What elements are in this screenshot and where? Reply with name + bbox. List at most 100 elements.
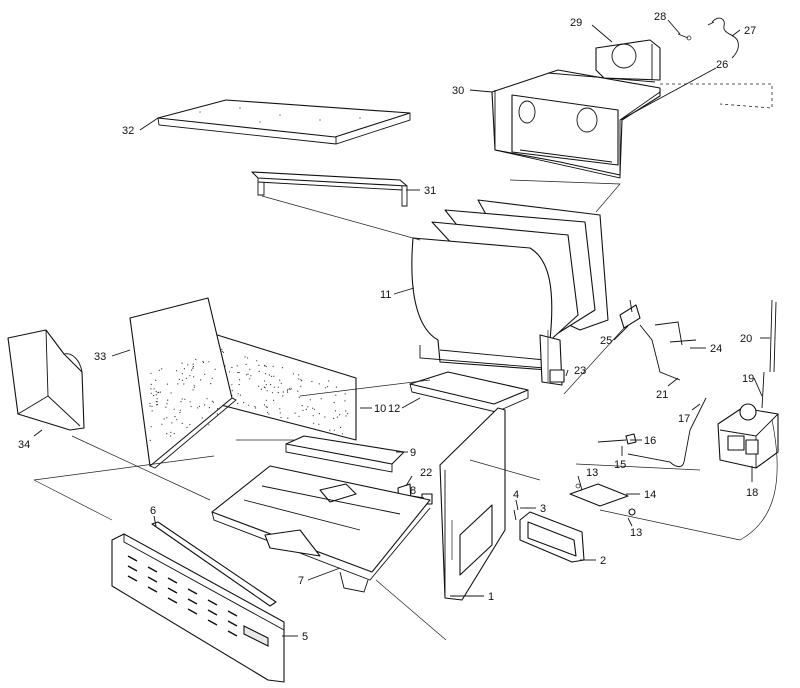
stipple-dot: [165, 406, 167, 408]
callout-33: 33: [94, 351, 106, 363]
callout-31: 31: [424, 185, 436, 197]
stipple-dot: [155, 379, 157, 381]
part-7-base-pan: [211, 465, 431, 593]
stipple-dot: [163, 418, 165, 420]
vent-slot: [227, 620, 238, 627]
stipple-dot: [263, 386, 265, 388]
part-18-gas-valve: [717, 403, 779, 469]
stipple-dot: [173, 408, 175, 410]
stipple-dot: [313, 408, 315, 410]
stipple-dot: [214, 368, 216, 370]
stipple-dot: [320, 398, 322, 400]
stipple-dot: [273, 375, 275, 377]
stipple-dot: [216, 413, 218, 415]
vent-slot: [167, 597, 178, 604]
callout-19: 19: [742, 373, 754, 385]
stipple-dot: [231, 390, 233, 392]
stipple-dot: [202, 360, 204, 363]
stipple-dot: [157, 392, 159, 394]
callout-30: 30: [452, 85, 464, 97]
stipple-dot: [277, 392, 279, 394]
part-28-screw: [677, 33, 692, 41]
stipple-dot: [192, 389, 194, 391]
part-6-trim-strip: [151, 521, 277, 607]
stipple-dot: [171, 422, 173, 424]
stipple-dot: [155, 394, 157, 396]
stipple-dot: [231, 384, 233, 386]
assembly-guide-lines: [33, 179, 778, 641]
vent-slot: [127, 565, 138, 572]
stipple-dot: [183, 383, 185, 385]
stipple-dot: [263, 404, 266, 406]
stipple-dot: [151, 410, 153, 412]
callout-29: 29: [570, 17, 582, 29]
stipple-dot: [156, 404, 159, 406]
stipple-dot: [153, 395, 155, 397]
stipple-dot: [264, 380, 266, 382]
stipple-dot: [302, 409, 304, 412]
stipple-dot: [247, 373, 249, 375]
stipple-dot: [301, 405, 303, 407]
stipple-dot: [292, 373, 294, 375]
part-31-rear-bracket: [251, 171, 408, 207]
stipple-dot: [266, 411, 269, 414]
stipple-dot: [222, 351, 225, 353]
callout-5: 5: [302, 631, 308, 643]
stipple-dot: [204, 373, 206, 375]
stipple-dot: [170, 431, 172, 433]
stipple-dot: [335, 394, 337, 396]
stipple-dot: [279, 408, 281, 410]
stipple-dot: [324, 416, 326, 418]
stipple-dot: [176, 419, 178, 421]
stipple-dot: [186, 426, 188, 429]
callout-13-top: 13: [586, 467, 598, 479]
stipple-dot: [345, 410, 347, 412]
stipple-dot: [344, 393, 346, 395]
stipple-dot: [268, 374, 270, 376]
stipple-dot: [150, 426, 152, 428]
stipple-dot: [250, 375, 252, 377]
stipple-dot: [279, 412, 281, 414]
stipple-dot: [329, 429, 331, 431]
stipple-dot: [307, 406, 309, 408]
callout-14: 14: [644, 489, 656, 501]
stipple-dot: [189, 401, 191, 403]
stipple-dot: [166, 433, 168, 435]
stipple-dot: [204, 404, 206, 406]
stipple-dot: [266, 406, 268, 408]
stipple-dot: [313, 422, 315, 424]
stipple-dot: [264, 365, 266, 367]
part-12-front-trim: [409, 371, 529, 413]
stipple-dot: [200, 379, 202, 381]
stipple-dot: [170, 435, 172, 437]
stipple-dot: [166, 383, 168, 385]
callout-1: 1: [488, 591, 494, 603]
stipple-dot: [181, 379, 184, 381]
part-20-rod: [769, 299, 777, 373]
stipple-dot: [185, 377, 187, 379]
stipple-dot: [270, 384, 272, 386]
stipple-dot: [300, 379, 302, 381]
stipple-dot: [189, 424, 191, 426]
stipple-dot: [333, 417, 335, 419]
stipple-dot: [244, 356, 246, 358]
callout-22: 22: [420, 467, 432, 479]
stipple-dot: [181, 373, 183, 375]
stipple-dot: [298, 415, 300, 417]
stipple-dot: [281, 367, 284, 369]
part-13-screw-a: [575, 483, 581, 489]
callout-15: 15: [614, 459, 626, 471]
stipple-dot: [265, 406, 267, 408]
vent-slot: [227, 630, 238, 637]
stipple-dot: [180, 401, 182, 403]
part-4-clip: [513, 509, 517, 521]
stipple-dot: [248, 404, 250, 406]
stipple-dot: [298, 396, 300, 398]
vent-slot: [207, 609, 218, 616]
stipple-dot: [256, 360, 258, 362]
stipple-dot: [339, 414, 341, 416]
stipple-dot: [173, 432, 175, 435]
stipple-dot: [318, 423, 320, 425]
stipple-dot: [280, 416, 282, 419]
